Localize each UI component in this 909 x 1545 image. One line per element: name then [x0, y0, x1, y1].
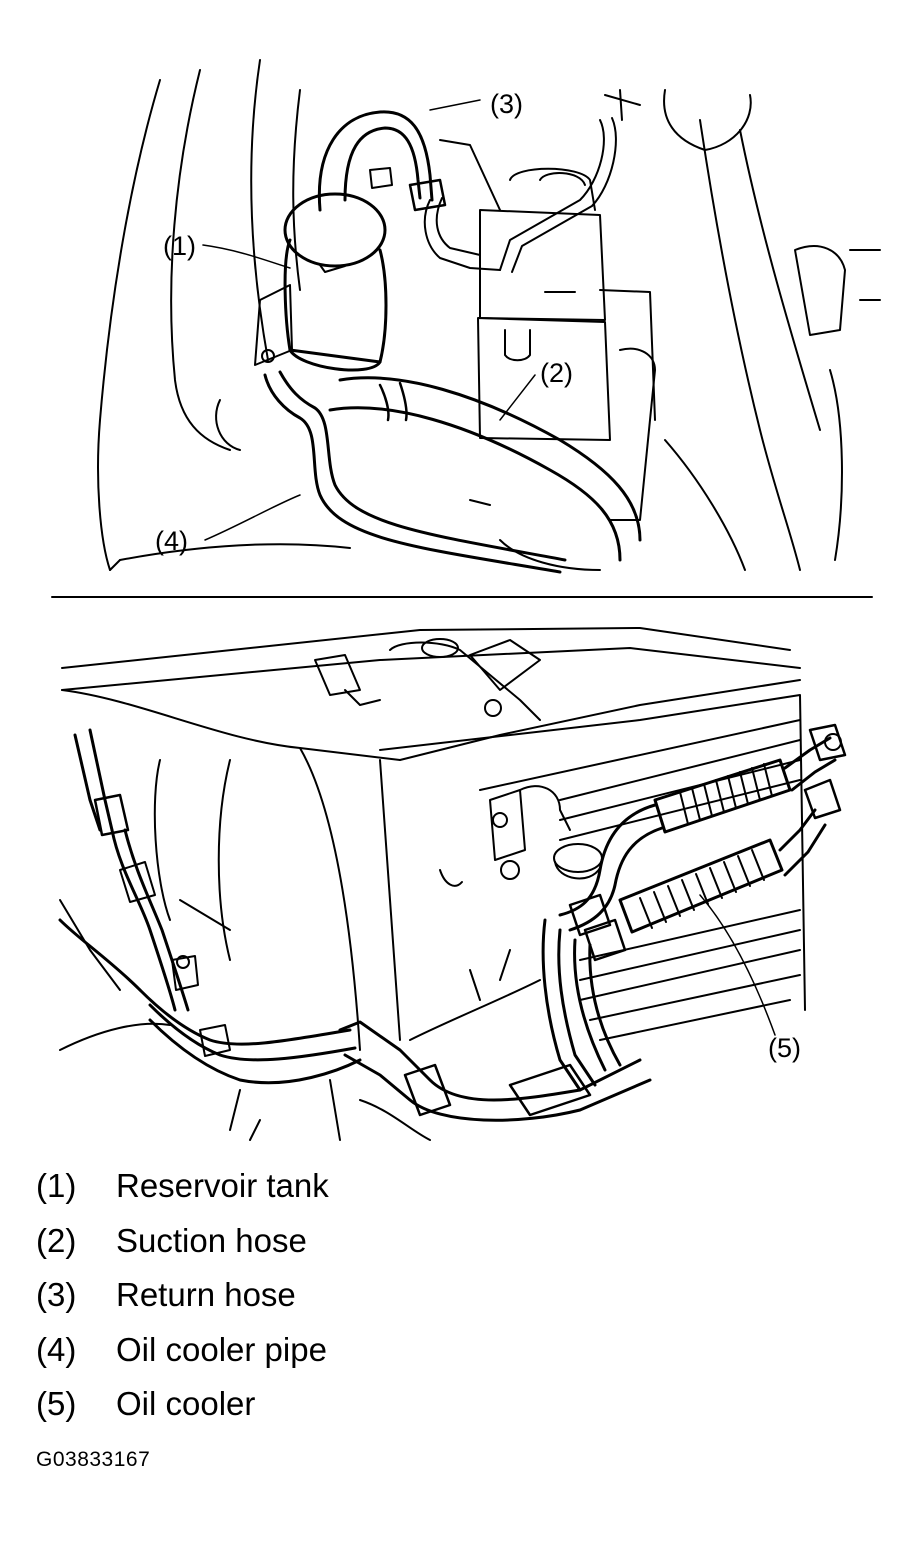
callout-3: (3) [490, 89, 523, 119]
legend-label: Return hose [116, 1276, 296, 1313]
legend-item: (3) Return hose [36, 1275, 856, 1330]
legend-label: Reservoir tank [116, 1167, 329, 1204]
top-leader-lines [202, 99, 536, 541]
legend-item: (4) Oil cooler pipe [36, 1330, 856, 1385]
parts-legend: (1) Reservoir tank (2) Suction hose (3) … [36, 1166, 856, 1439]
legend-label: Oil cooler pipe [116, 1330, 327, 1368]
legend-number: (4) [36, 1330, 77, 1368]
legend-item: (5) Oil cooler [36, 1384, 856, 1439]
legend-label: Oil cooler [116, 1385, 256, 1422]
legend-label: Suction hose [116, 1221, 307, 1259]
legend-item: (1) Reservoir tank [36, 1166, 856, 1221]
parts-illustration: (1) (2) (3) (4) (5) [51, 59, 881, 1141]
bottom-radiator-drawing [58, 627, 847, 1141]
legend-number: (1) [36, 1167, 77, 1204]
callout-2: (2) [540, 358, 573, 388]
bottom-leader-lines [699, 894, 776, 1036]
callout-4: (4) [155, 526, 188, 556]
callout-1: (1) [163, 231, 196, 261]
legend-number: (3) [36, 1276, 77, 1313]
legend-number: (5) [36, 1385, 77, 1422]
callout-5: (5) [768, 1033, 801, 1063]
legend-item: (2) Suction hose [36, 1221, 856, 1276]
figure-code: G03833167 [36, 1448, 151, 1471]
top-engine-bay-drawing [97, 59, 881, 574]
legend-number: (2) [36, 1221, 77, 1259]
